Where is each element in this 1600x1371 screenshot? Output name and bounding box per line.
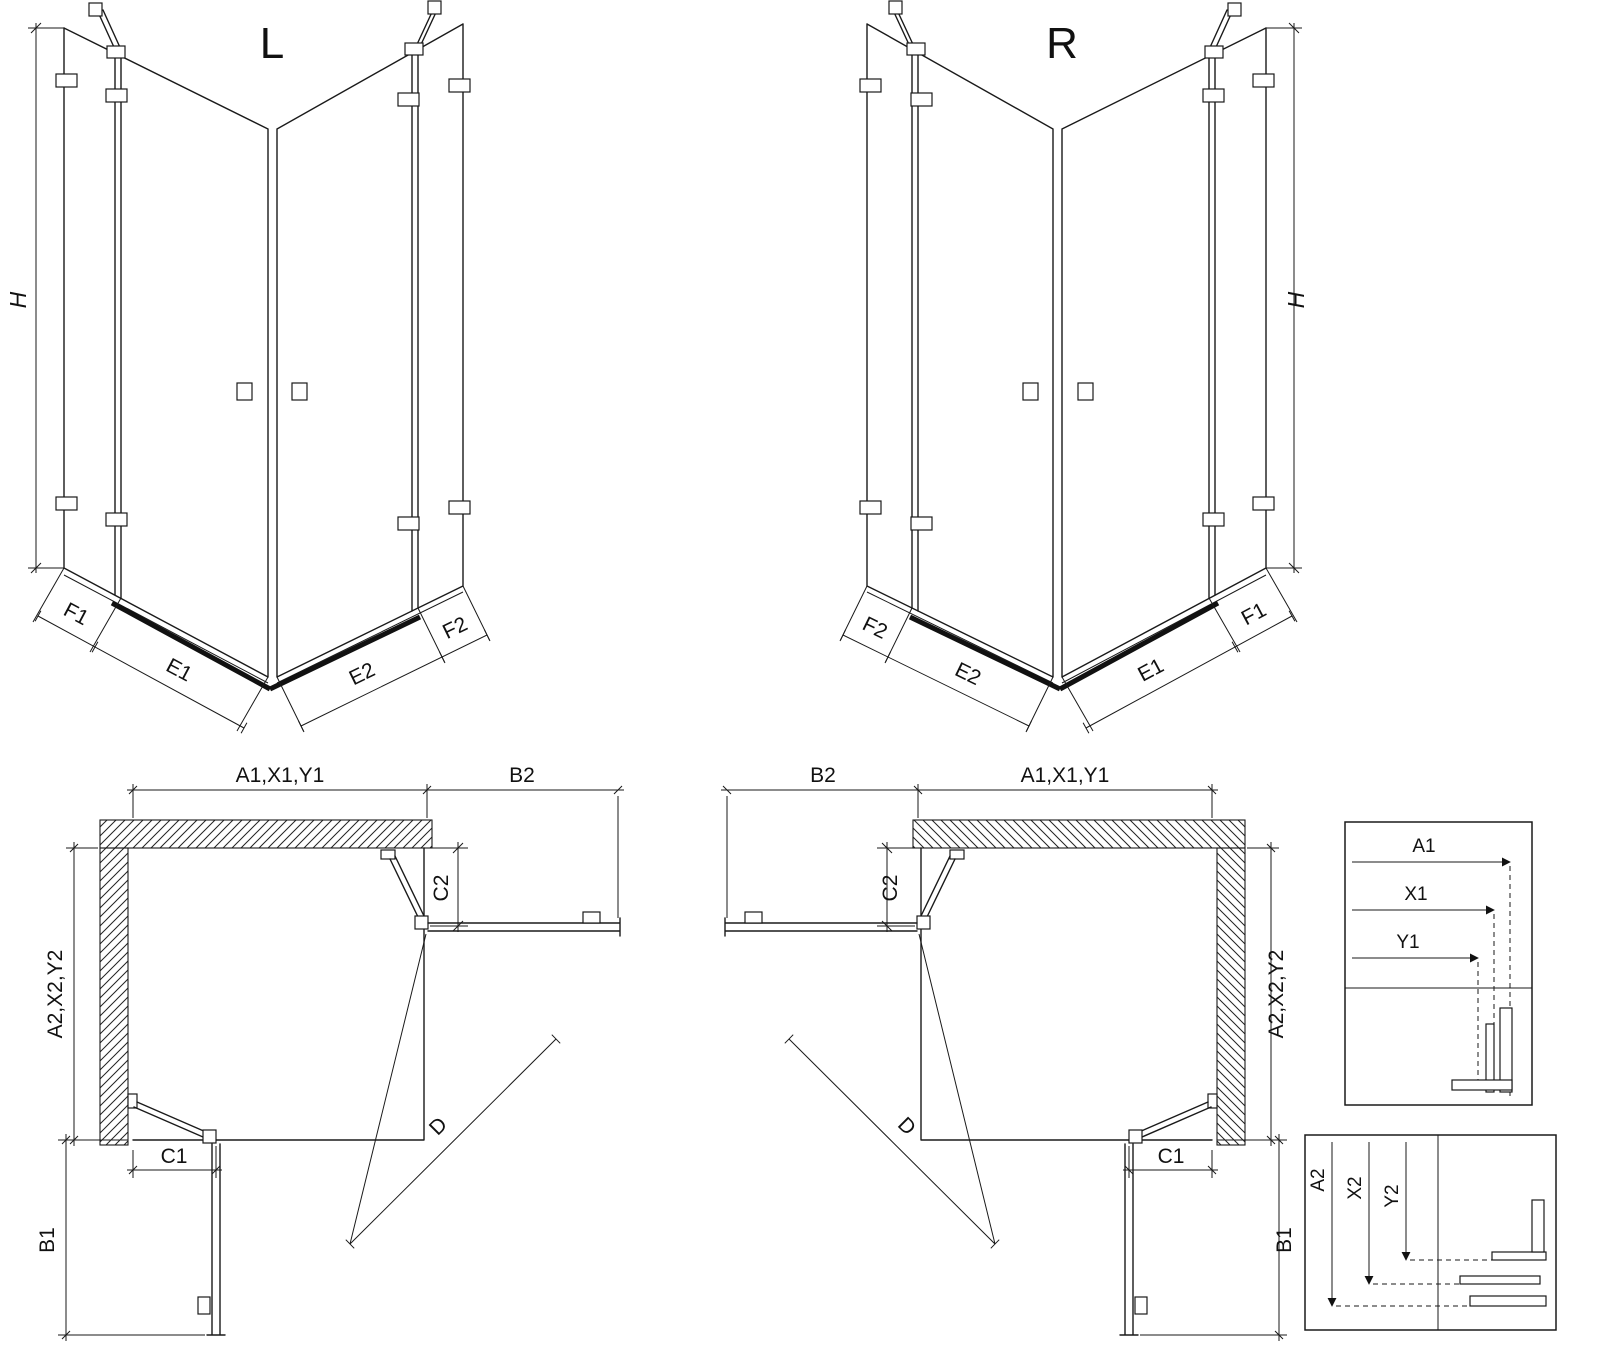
dim-label-f2-right: F2 (859, 612, 891, 643)
detail-bottom-profile (1469, 1295, 1547, 1307)
dim-label-e1-right: E1 (1134, 654, 1167, 686)
plan-dim-a2-right: A2,X2,Y2 (1265, 950, 1288, 1039)
plan-dim-c2-right: C2 (879, 875, 902, 902)
right-plan-geometry (720, 783, 1288, 1342)
plan-dim-b1-left: B1 (36, 1227, 59, 1253)
detail-bottom-inner (1491, 1251, 1547, 1261)
detail-label-a2: A2 (1308, 1168, 1329, 1191)
plan-dim-c2-left: C2 (430, 875, 453, 902)
detail-box-bottom: A2 X2 Y2 (1304, 1134, 1557, 1331)
detail-label-x2: X2 (1345, 1176, 1366, 1199)
variant-label-right: R (1046, 19, 1078, 68)
right-plan-drawing: B2 A1,X1,Y1 C2 A2,X2,Y2 C1 B1 D (720, 764, 1296, 1342)
dim-label-e2-left: E2 (346, 658, 379, 690)
detail-label-x1: X1 (1404, 884, 1427, 905)
dim-label-e1-left: E1 (162, 654, 195, 686)
plan-dim-a1-left: A1,X1,Y1 (236, 764, 325, 787)
left-plan-geometry (57, 783, 625, 1342)
dim-label-f1-left: F1 (60, 598, 92, 630)
plan-dim-d-left: D (425, 1113, 452, 1140)
detail-bottom-glass (1459, 1275, 1541, 1285)
dim-label-h-left: H (5, 291, 31, 308)
detail-bottom-frame (1304, 1134, 1557, 1331)
detail-top-foot (1451, 1079, 1513, 1091)
left-iso-drawing: L H F1 E1 E2 F2 (5, 1, 490, 733)
left-plan-drawing: A1,X1,Y1 B2 C2 A2,X2,Y2 C1 B1 D (36, 764, 625, 1342)
dim-label-e2-right: E2 (951, 658, 984, 690)
variant-label-left: L (260, 19, 284, 68)
plan-dim-c1-left: C1 (161, 1145, 188, 1168)
plan-dim-b1-right: B1 (1273, 1227, 1296, 1253)
detail-label-a1: A1 (1412, 836, 1435, 857)
detail-top-glass (1485, 1023, 1495, 1093)
detail-box-top: A1 X1 Y1 (1344, 821, 1533, 1106)
left-iso-geometry (28, 1, 490, 733)
right-iso-geometry (840, 1, 1302, 733)
detail-label-y2: Y2 (1382, 1184, 1403, 1207)
detail-bottom-foot (1531, 1199, 1545, 1253)
dim-label-f1-right: F1 (1238, 598, 1270, 630)
plan-dim-a2-left: A2,X2,Y2 (44, 950, 67, 1039)
detail-label-y1: Y1 (1396, 932, 1419, 953)
plan-dim-c1-right: C1 (1158, 1145, 1185, 1168)
plan-dim-d-right: D (893, 1113, 920, 1140)
detail-top-frame (1344, 821, 1533, 1106)
detail-top-profile (1499, 1007, 1513, 1093)
dim-label-f2-left: F2 (439, 612, 471, 643)
dim-label-h-right: H (1283, 291, 1309, 308)
plan-dim-a1-right: A1,X1,Y1 (1021, 764, 1110, 787)
plan-dim-b2-left: B2 (509, 764, 535, 787)
plan-dim-b2-right: B2 (810, 764, 836, 787)
right-iso-drawing: R H F2 E2 E1 F1 (840, 1, 1309, 733)
